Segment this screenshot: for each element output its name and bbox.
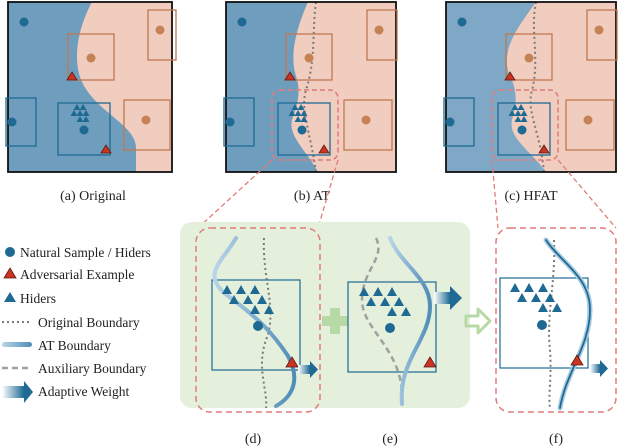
zoom-connectors: [197, 159, 617, 229]
caption-d: (d): [245, 432, 262, 447]
class-region-box: [67, 33, 115, 81]
legend-adversarial-icon: [3, 267, 17, 279]
auxiliary-boundary-line: [360, 237, 404, 401]
caption-f: (f): [549, 432, 563, 447]
legend-at-boundary-icon: [2, 342, 32, 347]
legend-adaptive-weight: Adaptive Weight: [38, 384, 130, 399]
panel-b: (b) AT: [223, 1, 398, 204]
plus-icon: [322, 308, 348, 334]
natural-sample-dot: [19, 17, 29, 27]
panel-f: (f): [495, 227, 617, 447]
panel-c: (c) HFAT: [443, 1, 618, 204]
original-boundary-line: [303, 2, 317, 172]
transition-arrow-icon: [464, 307, 492, 335]
comparison-background: [180, 222, 470, 408]
panel-a: (a) Original: [5, 1, 177, 204]
panel-d: (d): [195, 227, 321, 447]
adversarial-triangle: [66, 71, 78, 81]
legend-adaptive-weight-icon: [2, 381, 33, 403]
legend-auxiliary-boundary: Auxiliary Boundary: [38, 361, 147, 376]
legend-hiders: Hiders: [20, 291, 56, 306]
legend-adversarial-example: Adversarial Example: [20, 267, 134, 282]
zoom-region-b: [271, 89, 339, 161]
legend-original-boundary: Original Boundary: [38, 315, 140, 330]
hiders-cluster: [70, 104, 90, 122]
caption-a: (a) Original: [60, 189, 126, 204]
panel-e: (e): [347, 236, 462, 447]
caption-e: (e): [382, 432, 398, 447]
legend: Natural Sample / Hiders Adversarial Exam…: [2, 245, 151, 403]
legend-hiders-icon: [4, 292, 16, 302]
caption-c: (c) HFAT: [504, 189, 557, 204]
legend-natural-sample: Natural Sample / Hiders: [20, 245, 151, 260]
caption-b: (b) AT: [294, 189, 331, 204]
zoom-region-c: [491, 89, 559, 161]
legend-at-boundary: AT Boundary: [38, 338, 111, 353]
legend-natural-sample-icon: [5, 247, 15, 257]
